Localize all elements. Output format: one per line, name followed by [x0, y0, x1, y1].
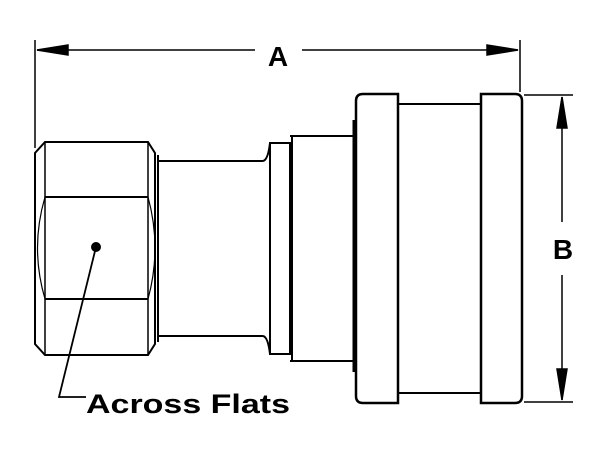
arrow-up-icon [556, 96, 568, 129]
dimension-b-label: B [553, 234, 573, 265]
dimension-a-label: A [268, 41, 288, 72]
arrow-left-icon [36, 44, 69, 56]
collar [269, 135, 353, 362]
sleeve [352, 92, 524, 405]
across-flats-leader [57, 242, 101, 398]
dimension-b [524, 94, 573, 403]
across-flats-label: Across Flats [86, 389, 290, 419]
arrow-right-icon [486, 44, 519, 56]
dimension-a [34, 40, 521, 148]
hex-nut [34, 141, 156, 356]
arrow-down-icon [556, 368, 568, 401]
neck [157, 142, 271, 355]
